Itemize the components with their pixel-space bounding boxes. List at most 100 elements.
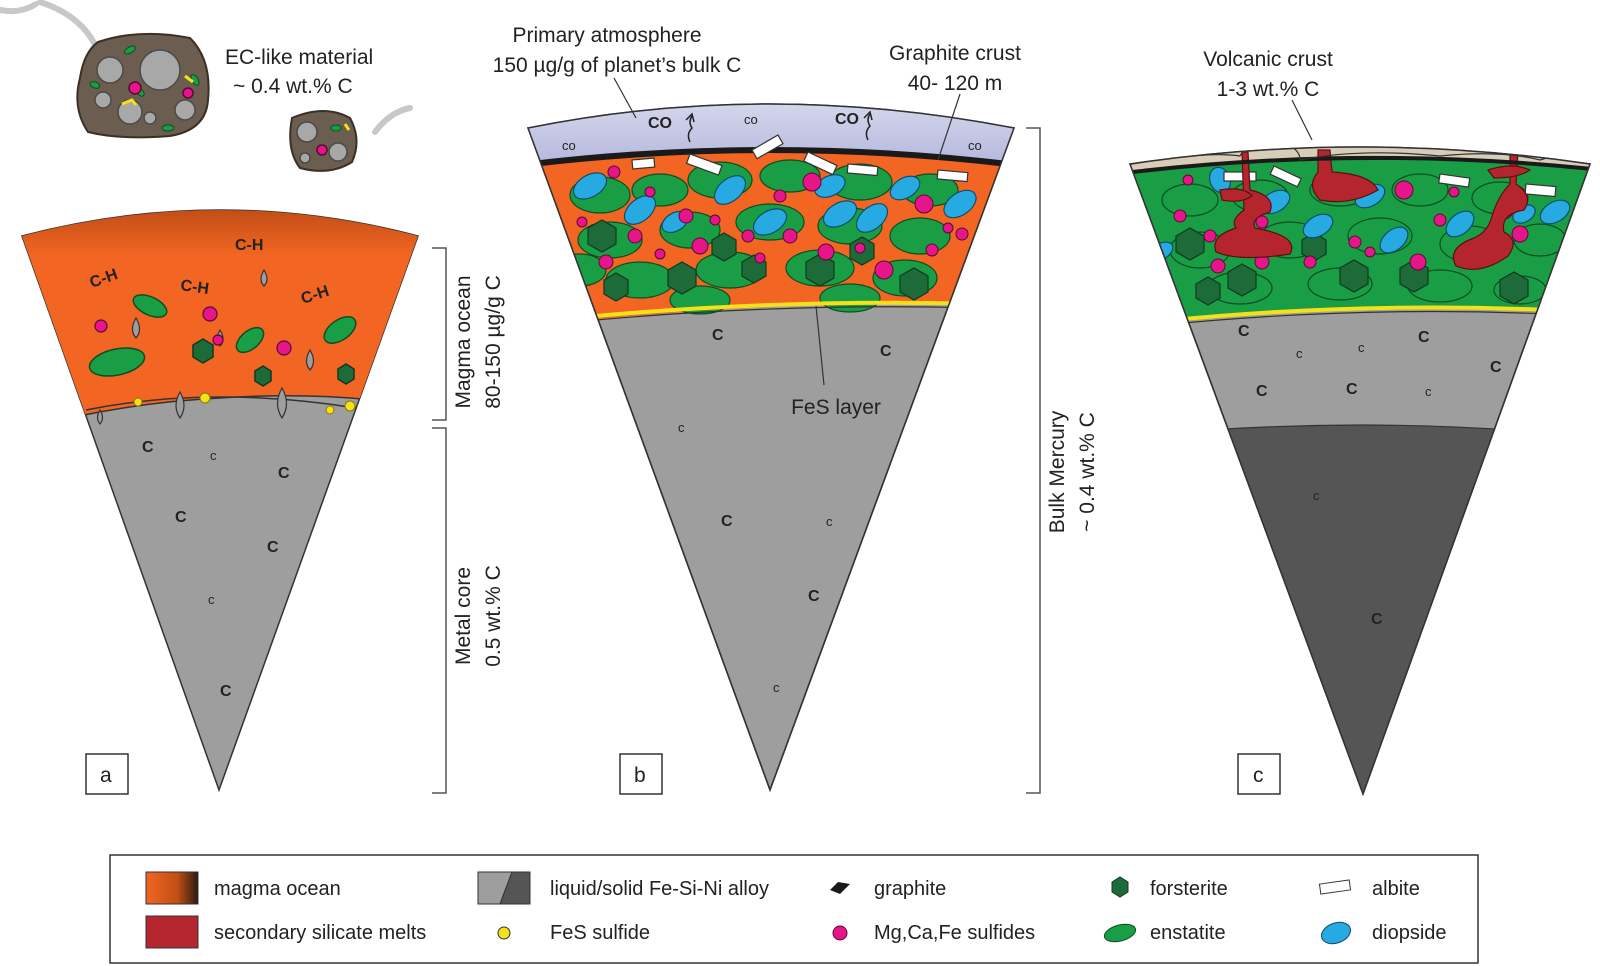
graphite-flake: [830, 882, 850, 894]
legend-label: liquid/solid Fe-Si-Ni alloy: [550, 878, 769, 900]
panel-a-magma-ocean: [22, 210, 418, 431]
panel-b-c-labels: C C c C c C c: [678, 327, 892, 695]
c-label: C: [1371, 611, 1383, 628]
metal-core-value: 0.5 wt.% C: [482, 565, 505, 667]
enstatite-ellipse: [1103, 923, 1137, 943]
legend-label: graphite: [874, 878, 946, 900]
metal-core-bracket: [432, 427, 447, 794]
ec-rock-sulfide: [128, 81, 142, 95]
panel-a-c-label: c: [208, 592, 215, 607]
c-label: c: [1296, 346, 1303, 361]
panel-a-ch-label: C-H: [179, 277, 210, 298]
graphite-crust-leader: [937, 93, 961, 161]
ec-rock-sulfide: [182, 87, 194, 99]
graphite-crust-value: 40- 120 m: [908, 72, 1003, 95]
c-label: C: [1256, 383, 1268, 400]
legend-label: diopside: [1372, 922, 1447, 944]
ec-material-group: EC-like material ~ 0.4 wt.% C: [0, 0, 413, 172]
ec-rock-fes: [343, 123, 351, 131]
panel-c-secondary-melts: [1214, 149, 1532, 270]
magma-ocean-bracket: [432, 247, 447, 421]
legend: magma ocean secondary silicate melts liq…: [109, 854, 1479, 964]
atmosphere-leader: [613, 77, 637, 119]
orbit-arc: [0, 1, 39, 15]
panel-a-fes: [133, 392, 356, 415]
panel-b: CO CO co co co C C c C c C c Primary atm…: [493, 24, 1099, 795]
panel-b-sulfides: [576, 165, 969, 280]
panel-a: C-H C-H C-H C-H C c C C C c C a Magma oc…: [21, 209, 505, 795]
c-label: C: [721, 513, 733, 530]
legend-label: secondary silicate melts: [214, 922, 426, 944]
legend-label: enstatite: [1150, 922, 1226, 944]
diopside-ellipse: [1320, 921, 1352, 945]
panel-a-letter: a: [100, 764, 112, 787]
fes-layer-label: FeS layer: [791, 396, 881, 419]
panel-c-letter: c: [1253, 764, 1264, 787]
c-label: C: [1238, 323, 1250, 340]
co-label: CO: [648, 115, 672, 132]
panel-a-c-label: C: [175, 509, 187, 526]
metal-core-label: Metal core: [452, 567, 475, 665]
co-label: CO: [835, 111, 859, 128]
legend-label: albite: [1372, 878, 1420, 900]
panel-c-letter-box: [1237, 753, 1281, 795]
c-label: C: [1346, 381, 1358, 398]
gas-escape-arrow-icon: [865, 113, 871, 141]
gas-escape-arrow-icon: [685, 112, 695, 123]
orbit-arc: [372, 105, 413, 135]
panel-c-albite: [1223, 165, 1557, 198]
panel-c: C c c C C C C c c C Volcanic crust 1-3 w…: [1128, 48, 1592, 797]
panel-a-ch-label: C-H: [235, 237, 263, 254]
panel-a-enstatite: [88, 294, 357, 377]
panel-b-co-labels: CO CO co co co: [562, 110, 982, 153]
panel-c-crust-outline: [1130, 147, 1590, 171]
legend-label: forsterite: [1150, 878, 1228, 900]
panel-b-atmosphere: [528, 104, 1014, 168]
fes-sulfide-dot: [497, 926, 511, 940]
panel-c-outline: [1128, 146, 1592, 797]
atmosphere-title: Primary atmosphere: [512, 24, 701, 47]
panel-a-c-label: C: [220, 683, 232, 700]
magma-ocean-value: 80-150 µg/g C: [482, 275, 505, 409]
ec-rock-small-clasts: [296, 121, 348, 164]
volcanic-crust-value: 1-3 wt.% C: [1217, 78, 1320, 101]
panel-a-c-label: C: [142, 439, 154, 456]
gas-escape-arrow-icon: [863, 110, 873, 121]
panel-b-letter: b: [634, 764, 646, 787]
magma-ocean-label: Magma ocean: [452, 275, 475, 408]
sulfide-dot: [832, 925, 848, 941]
co-label: co: [744, 112, 758, 127]
panel-b-outline: [526, 103, 1016, 793]
panel-b-forsterite: [587, 219, 929, 302]
bulk-mercury-label: Bulk Mercury: [1046, 410, 1069, 533]
graphite-crust-title: Graphite crust: [889, 42, 1021, 65]
co-label: co: [562, 138, 576, 153]
atmosphere-value: 150 µg/g of planet’s bulk C: [493, 54, 742, 77]
panel-a-c-label: c: [210, 448, 217, 463]
bulk-mercury-bracket: [1026, 127, 1041, 794]
panel-a-forsterite: [192, 338, 355, 387]
ec-rock-fes: [121, 98, 138, 106]
ec-rock-sulfide: [316, 144, 328, 156]
legend-box: [109, 854, 1479, 964]
c-label: C: [1490, 359, 1502, 376]
forsterite-hexagon: [1111, 876, 1129, 898]
c-label: c: [826, 514, 833, 529]
panel-b-diopside: [572, 172, 977, 236]
c-label: C: [880, 343, 892, 360]
c-label: c: [1313, 488, 1320, 503]
ec-rock-fes: [184, 74, 194, 84]
alloy-swatch: [477, 871, 531, 905]
panel-a-c-label: C: [278, 465, 290, 482]
volcanic-crust-title: Volcanic crust: [1203, 48, 1333, 71]
c-label: C: [712, 327, 724, 344]
panel-a-letter-box: [85, 753, 129, 795]
ec-rock-small: [289, 110, 358, 172]
panel-c-c-labels: C c c C C C C c c C: [1238, 323, 1502, 628]
orbit-arc: [37, 0, 98, 48]
volcanic-crust-leader: [1291, 99, 1313, 141]
albite-rectangle: [1318, 879, 1352, 895]
panel-b-letter-box: [619, 753, 663, 795]
co-label: co: [968, 138, 982, 153]
